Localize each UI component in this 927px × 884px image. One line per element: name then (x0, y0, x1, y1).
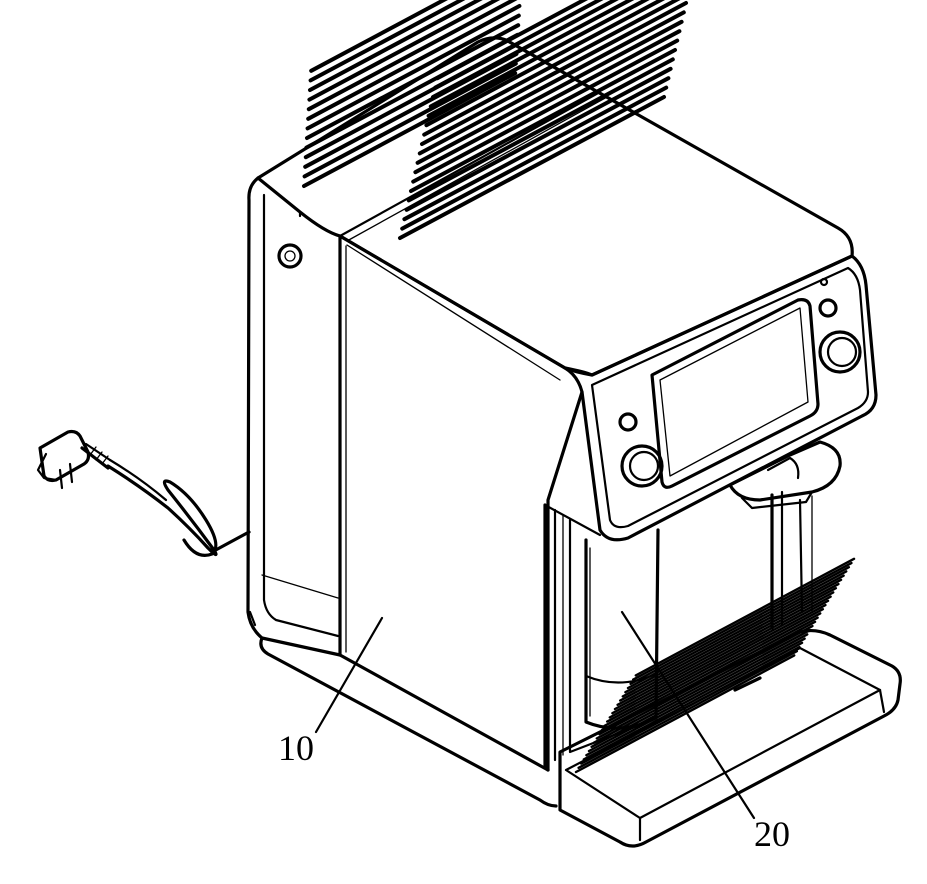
power-cord (108, 466, 216, 555)
grate-bar (610, 601, 828, 718)
grate-bar (592, 630, 810, 747)
grate-bar (581, 647, 799, 764)
drip-tray-side-band (880, 690, 884, 712)
grate-bar (576, 655, 794, 772)
side-lower-band (262, 575, 338, 598)
spout-outline (730, 442, 840, 500)
vent-slot (307, 25, 518, 138)
top-panel-seam-inner (347, 97, 607, 241)
front-body-inner-edge (347, 245, 560, 380)
grate-bar (586, 639, 804, 756)
recess-top-edge (545, 505, 600, 535)
grate-bar (607, 605, 825, 722)
left-knob-icon (622, 446, 662, 486)
power-cord-second (110, 460, 166, 500)
right-knob-icon (820, 332, 860, 372)
grate-bar (594, 626, 812, 743)
grate-bar (589, 634, 807, 751)
base-front-edge (340, 655, 548, 770)
top-panel-seam (340, 92, 600, 236)
grate-bar (597, 622, 815, 739)
grate-bar (631, 567, 849, 684)
side-button-icon (279, 245, 301, 267)
grate-bar (620, 584, 838, 701)
reference-numeral-20: 20 (754, 814, 790, 854)
right-small-button-icon (820, 300, 836, 316)
power-cord-tail (212, 532, 249, 552)
left-small-button-icon (620, 414, 636, 430)
grate-bar (579, 651, 797, 768)
leader-line-body (316, 618, 382, 732)
side-button-center (285, 251, 295, 261)
power-plug-icon (38, 432, 110, 489)
control-head-face (592, 268, 868, 527)
grate-bar (605, 609, 823, 726)
grate-bar (612, 597, 830, 714)
grate-bar (599, 618, 817, 735)
reference-numeral-10: 10 (278, 728, 314, 768)
drip-grate (576, 559, 854, 772)
indicator-dot-icon (821, 279, 827, 285)
left-side-panel (248, 178, 340, 655)
base-bottom-edge (261, 638, 556, 806)
grate-bar (584, 643, 802, 760)
